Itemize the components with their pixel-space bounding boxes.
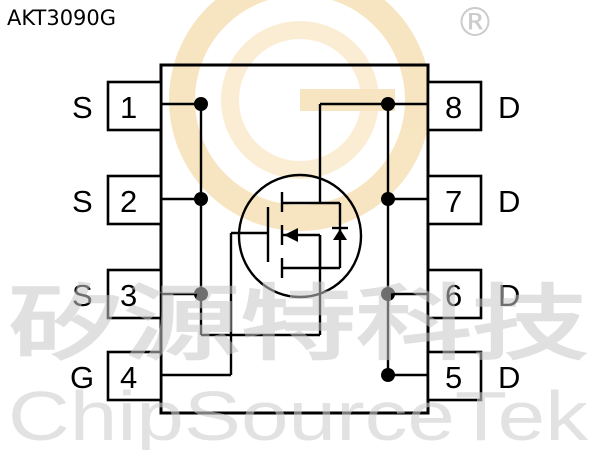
- pin-box-2: [106, 174, 163, 226]
- watermark-logo: [169, 0, 431, 231]
- part-number-title: AKT3090G: [7, 6, 117, 30]
- pin-name-1: S: [72, 90, 93, 125]
- pin-name-4: G: [70, 360, 94, 395]
- pin-name-2: S: [72, 184, 93, 219]
- pin-name-5: D: [498, 360, 520, 395]
- registered-mark: ®: [455, 0, 495, 46]
- pin-number-1: 1: [120, 90, 137, 125]
- pin-number-4: 4: [120, 360, 137, 395]
- pin-box-7: [426, 174, 483, 226]
- pin-name-8: D: [498, 90, 520, 125]
- package-body: [159, 63, 430, 415]
- drain-wiring: [318, 97, 428, 382]
- pin-number-7: 7: [445, 184, 462, 219]
- pin-box-8: [426, 80, 483, 132]
- pin-number-3: 3: [120, 278, 137, 313]
- pin-box-5: [426, 350, 483, 402]
- pin-box-6: [426, 268, 483, 320]
- mosfet-symbol: [237, 173, 363, 299]
- pin-number-8: 8: [445, 90, 462, 125]
- pin-name-7: D: [498, 184, 520, 219]
- source-wiring: [161, 97, 322, 337]
- watermark-chinese: 矽源特科技: [8, 276, 588, 372]
- watermark-english: ChipSourceTek: [8, 377, 589, 450]
- pin-box-1: [106, 80, 163, 132]
- pin-name-6: D: [498, 278, 520, 313]
- pin-number-2: 2: [120, 184, 137, 219]
- pin-number-5: 5: [445, 360, 462, 395]
- pin-name-3: S: [72, 278, 93, 313]
- gate-wiring: [161, 231, 268, 377]
- pin-number-6: 6: [445, 278, 462, 313]
